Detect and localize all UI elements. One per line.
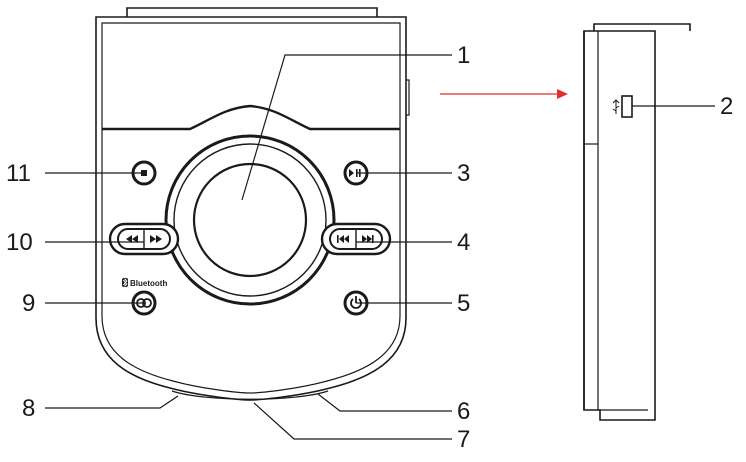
top-clip: [126, 7, 378, 17]
callout-1: 1: [457, 42, 470, 69]
leader-lines: [45, 54, 715, 440]
seek-icon: [126, 235, 162, 243]
callout-2: 2: [720, 93, 733, 120]
power-icon: [350, 296, 362, 309]
callout-3: 3: [457, 160, 470, 187]
usb-icon: [612, 99, 620, 114]
device-front-view: [95, 7, 410, 401]
bluetooth-label-group: Bluetooth: [122, 278, 167, 288]
bluetooth-icon: [122, 278, 128, 287]
view-direction-arrow: [440, 89, 568, 99]
callout-7: 7: [457, 426, 470, 453]
callout-10: 10: [6, 229, 33, 256]
dial-outer-ring: [164, 134, 336, 306]
leader-8: [45, 395, 179, 409]
bluetooth-label: Bluetooth: [130, 279, 167, 288]
device-body-inner: [101, 22, 401, 394]
device-body-outline: [95, 16, 407, 401]
callout-9: 9: [22, 290, 35, 317]
skip-track-icon: [337, 235, 374, 243]
side-top-clip: [593, 23, 691, 31]
dial-mid-ring: [173, 143, 327, 297]
device-side-view: [583, 23, 691, 421]
callout-5: 5: [457, 290, 470, 317]
skip-button-pair[interactable]: [320, 222, 392, 256]
side-notch: [406, 79, 410, 116]
callout-4: 4: [457, 229, 470, 256]
seek-button-pair[interactable]: [108, 222, 180, 256]
callout-8: 8: [22, 395, 35, 422]
leader-1: [241, 54, 452, 201]
leader-7: [253, 402, 452, 440]
callout-numbers: 1 2 3 4 5 6 7 8 9 10 11: [6, 42, 733, 453]
leader-6: [317, 393, 452, 412]
bottom-edge-curve: [171, 390, 329, 400]
callout-6: 6: [457, 398, 470, 425]
callout-11: 11: [6, 160, 31, 187]
center-dial-button[interactable]: [192, 162, 308, 278]
side-body-outline: [583, 30, 656, 421]
usb-port[interactable]: [621, 95, 633, 118]
top-panel-separator: [102, 104, 400, 131]
